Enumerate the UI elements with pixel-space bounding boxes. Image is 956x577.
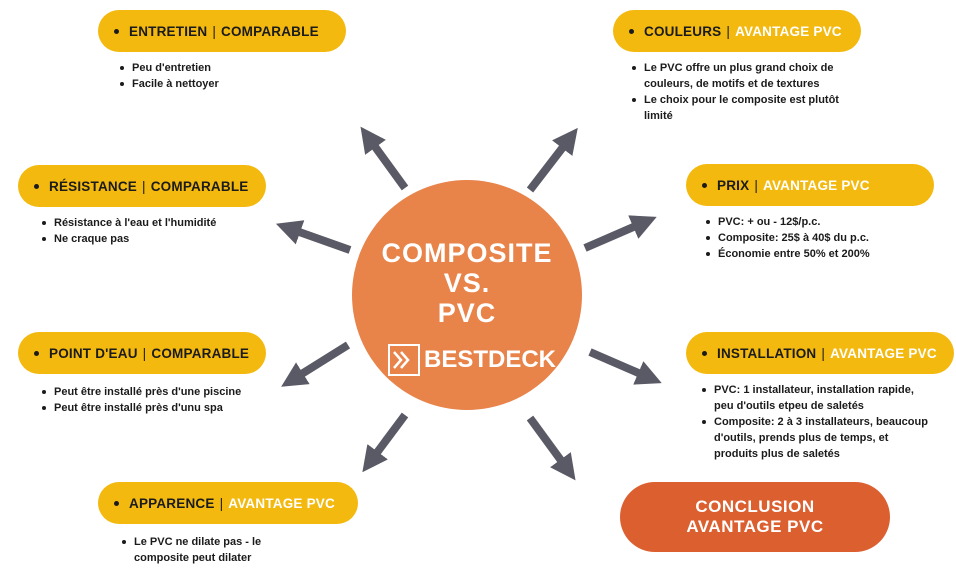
separator: | <box>212 23 217 39</box>
bullet-dot <box>34 350 39 356</box>
apparence-label: APPARENCE <box>129 495 215 511</box>
arrow-entretien <box>360 126 409 191</box>
resistance-pill: RÉSISTANCE | COMPARABLE <box>18 165 266 207</box>
center-title-line2: VS. <box>443 268 491 298</box>
entretien-label: ENTRETIEN <box>129 23 208 39</box>
arrow-couleurs <box>526 127 578 193</box>
separator: | <box>142 345 147 361</box>
separator: | <box>754 177 759 193</box>
point-eau-pill: POINT D'EAU | COMPARABLE <box>18 332 266 374</box>
bullet-dot <box>702 350 707 356</box>
list-item: Le PVC offre un plus grand choix de coul… <box>630 60 840 92</box>
bestdeck-chevron-icon <box>388 344 420 376</box>
center-title-line1: COMPOSITE <box>381 238 553 268</box>
resistance-list: Résistance à l'eau et l'humidité Ne craq… <box>40 215 270 247</box>
arrow-conclusion <box>526 415 576 481</box>
conclusion-title: CONCLUSION <box>695 497 815 516</box>
point-eau-verdict: COMPARABLE <box>151 345 250 361</box>
separator: | <box>821 345 826 361</box>
prix-list: PVC: + ou - 12$/p.c. Composite: 25$ à 40… <box>704 214 924 262</box>
arrow-point-eau <box>281 341 351 387</box>
list-item: Le choix pour le composite est plutôt li… <box>630 92 840 124</box>
bullet-dot <box>114 28 119 34</box>
apparence-verdict: AVANTAGE PVC <box>228 495 335 511</box>
list-item: Le PVC ne dilate pas - le composite peut… <box>120 534 310 566</box>
entretien-list: Peu d'entretien Facile à nettoyer <box>118 60 318 92</box>
list-item: PVC: 1 installateur, installation rapide… <box>700 382 932 414</box>
conclusion-pill: CONCLUSION AVANTAGE PVC <box>620 482 890 552</box>
center-circle: COMPOSITE VS. PVC BESTDECK <box>352 180 582 410</box>
prix-verdict: AVANTAGE PVC <box>763 177 870 193</box>
list-item: Peu d'entretien <box>118 60 318 76</box>
bullet-dot <box>629 28 634 34</box>
arrow-apparence <box>362 412 409 473</box>
resistance-verdict: COMPARABLE <box>150 178 249 194</box>
bestdeck-wordmark: BESTDECK <box>424 346 557 373</box>
separator: | <box>219 495 224 511</box>
list-item: Résistance à l'eau et l'humidité <box>40 215 270 231</box>
list-item: Peut être installé près d'une piscine <box>40 384 245 400</box>
resistance-label: RÉSISTANCE <box>49 178 138 194</box>
bullet-dot <box>34 183 39 189</box>
couleurs-pill: COULEURS | AVANTAGE PVC <box>613 10 861 52</box>
installation-pill: INSTALLATION | AVANTAGE PVC <box>686 332 954 374</box>
list-item: PVC: + ou - 12$/p.c. <box>704 214 924 230</box>
arrow-installation <box>588 348 662 385</box>
couleurs-list: Le PVC offre un plus grand choix de coul… <box>630 60 840 124</box>
prix-label: PRIX <box>717 177 750 193</box>
installation-list: PVC: 1 installateur, installation rapide… <box>700 382 932 462</box>
couleurs-verdict: AVANTAGE PVC <box>735 23 842 39</box>
point-eau-label: POINT D'EAU <box>49 345 138 361</box>
arrow-resistance <box>275 220 352 254</box>
installation-label: INSTALLATION <box>717 345 817 361</box>
list-item: Composite: 25$ à 40$ du p.c. <box>704 230 924 246</box>
bullet-dot <box>702 182 707 188</box>
arrow-prix <box>583 215 657 252</box>
prix-pill: PRIX | AVANTAGE PVC <box>686 164 934 206</box>
center-title-line3: PVC <box>437 298 497 328</box>
separator: | <box>726 23 731 39</box>
separator: | <box>142 178 146 194</box>
installation-verdict: AVANTAGE PVC <box>830 345 937 361</box>
conclusion-verdict: AVANTAGE PVC <box>686 517 824 536</box>
apparence-pill: APPARENCE | AVANTAGE PVC <box>98 482 358 524</box>
bestdeck-logo: BESTDECK <box>388 344 556 376</box>
list-item: Composite: 2 à 3 installateurs, beaucoup… <box>700 414 932 462</box>
entretien-verdict: COMPARABLE <box>221 23 319 39</box>
entretien-pill: ENTRETIEN | COMPARABLE <box>98 10 346 52</box>
point-eau-list: Peut être installé près d'une piscine Pe… <box>40 384 245 416</box>
list-item: Facile à nettoyer <box>118 76 318 92</box>
apparence-list: Le PVC ne dilate pas - le composite peut… <box>120 534 310 566</box>
list-item: Peut être installé près d'unu spa <box>40 400 245 416</box>
list-item: Ne craque pas <box>40 231 270 247</box>
bullet-dot <box>114 500 119 506</box>
couleurs-label: COULEURS <box>644 23 722 39</box>
list-item: Économie entre 50% et 200% <box>704 246 924 262</box>
